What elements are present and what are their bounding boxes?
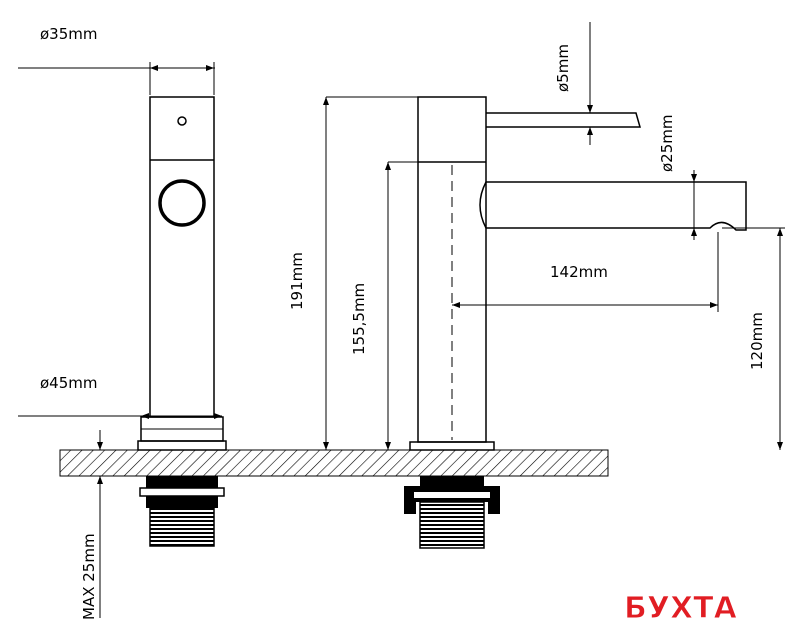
label-height-120: 120mm [748, 312, 766, 370]
dimension-arrows [97, 65, 783, 484]
label-max-25: MAX 25mm [80, 533, 98, 620]
label-length-142: 142mm [550, 263, 608, 281]
label-diameter-5: ø5mm [554, 44, 572, 92]
label-height-191: 191mm [288, 252, 306, 310]
faucet-side-view [137, 96, 227, 547]
label-height-155-5: 155,5mm [350, 283, 368, 355]
svg-text:БУХТА: БУХТА [624, 591, 738, 626]
countertop-section [59, 449, 609, 477]
label-diameter-35: ø35mm [40, 25, 98, 43]
buxta-logo: БУХТА [624, 591, 739, 627]
faucet-front-view [404, 96, 747, 549]
label-diameter-25: ø25mm [658, 115, 676, 173]
label-diameter-45: ø45mm [40, 374, 98, 392]
dimension-lines [18, 22, 785, 618]
